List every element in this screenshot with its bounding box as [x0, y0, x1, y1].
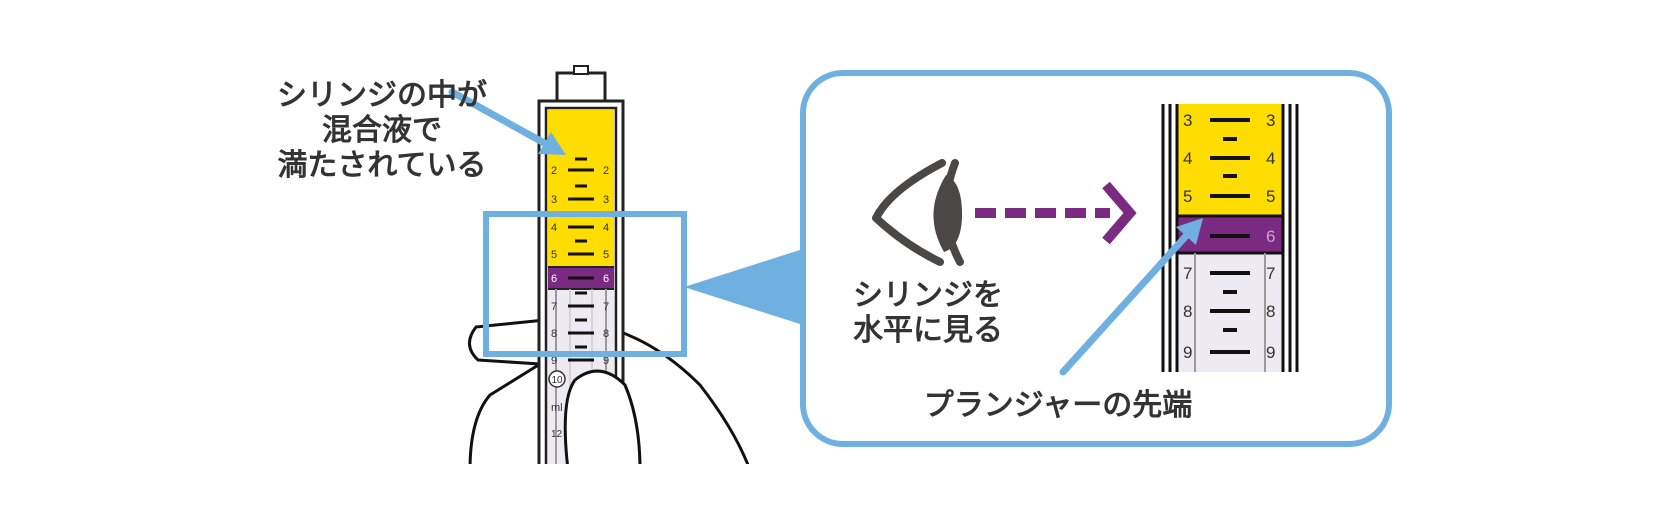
hand-back: [468, 318, 547, 464]
label-view-line-1: シリンジを: [853, 278, 1003, 313]
mark-8: 8: [551, 328, 557, 340]
svg-text:8: 8: [1266, 302, 1275, 321]
plunger-pointer-arrow: [1059, 218, 1203, 376]
mark-9: 9: [551, 355, 557, 367]
mark-unit: ml: [551, 402, 563, 414]
mark-7: 7: [551, 301, 557, 313]
pointer-arrow-icon: [448, 88, 566, 155]
mark-6: 6: [551, 273, 557, 285]
syringe-liquid: [548, 110, 614, 267]
svg-text:5: 5: [603, 249, 609, 261]
svg-text:3: 3: [603, 194, 609, 206]
zoom-mark-4: 4: [1183, 149, 1192, 168]
svg-text:3: 3: [1266, 111, 1275, 130]
zoom-mark-6: 6: [1266, 227, 1275, 246]
label-view-line-2: 水平に見る: [853, 313, 1003, 348]
svg-text:2: 2: [603, 165, 609, 177]
label-line-3: 満たされている: [277, 148, 487, 183]
mark-4: 4: [551, 222, 557, 234]
svg-text:7: 7: [1266, 264, 1275, 283]
zoom-mark-5: 5: [1183, 187, 1192, 206]
svg-text:8: 8: [603, 328, 609, 340]
mark-3: 3: [551, 194, 557, 206]
eye-icon: [872, 159, 964, 266]
svg-text:9: 9: [1266, 343, 1275, 362]
label-syringe-filled: シリンジの中が 混合液で 満たされている: [268, 78, 496, 183]
mark-5: 5: [551, 249, 557, 261]
callout-wedge: [684, 249, 803, 325]
mark-12: 12: [551, 429, 563, 440]
syringe-cap: [555, 71, 607, 103]
zoom-mark-7: 7: [1183, 264, 1192, 283]
zoomed-syringe: 3 3 4 4 5 5 6 7 7 8 8 9 9: [1160, 104, 1300, 372]
label-line-2: 混合液で: [322, 113, 442, 148]
zoom-mark-8: 8: [1183, 302, 1192, 321]
label-view-horizontal: シリンジを 水平に見る: [848, 278, 1008, 348]
mark-2: 2: [551, 165, 557, 177]
svg-text:9: 9: [603, 355, 609, 367]
syringe-with-hand: 2 2 3 3 4 4 5 5 6 6 7 7 8 8 9 9 10 ml 12: [468, 65, 750, 464]
svg-text:5: 5: [1266, 187, 1275, 206]
dotted-arrow-icon: [975, 181, 1137, 245]
svg-text:7: 7: [603, 301, 609, 313]
svg-text:4: 4: [1266, 149, 1275, 168]
label-line-1: シリンジの中が: [277, 78, 487, 113]
label-plunger-tip: プランジャーの先端: [923, 388, 1193, 423]
zoom-mark-9: 9: [1183, 343, 1192, 362]
zoom-mark-3: 3: [1183, 111, 1192, 130]
mark-10-circled: 10: [551, 375, 563, 386]
highlight-frame-small: [483, 211, 687, 357]
svg-text:4: 4: [603, 222, 609, 234]
hand-thumb: [563, 369, 642, 464]
svg-text:6: 6: [603, 273, 609, 285]
